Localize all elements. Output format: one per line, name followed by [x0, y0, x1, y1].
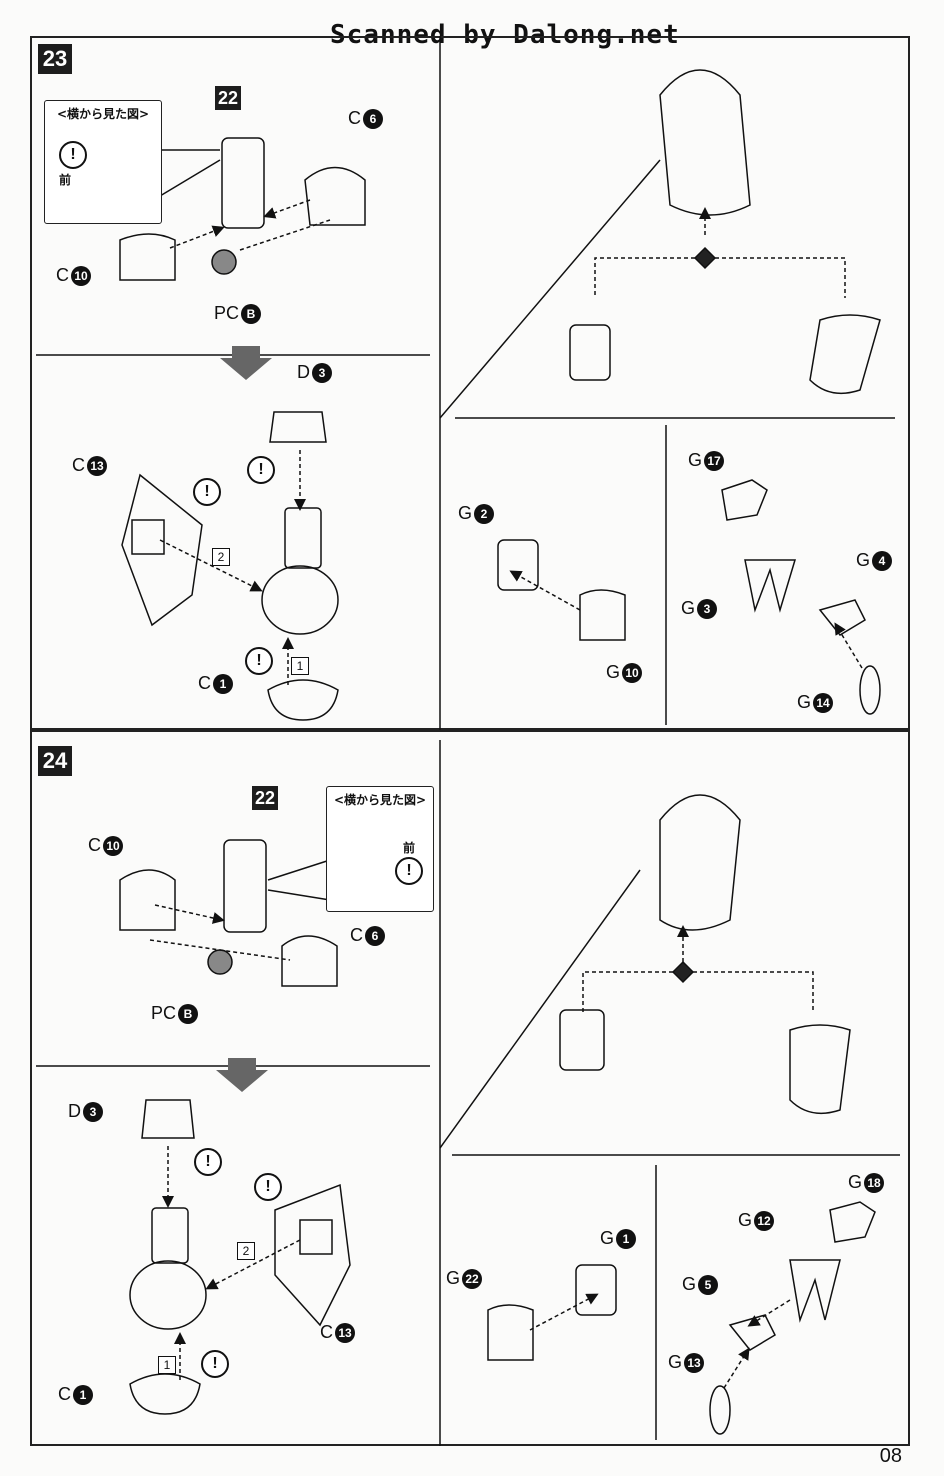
- caution-icon: !: [245, 647, 273, 675]
- part-number: 18: [864, 1172, 885, 1193]
- part-number: 5: [698, 1274, 719, 1295]
- step-24-panel: [30, 730, 910, 1446]
- part-number: 2: [474, 503, 495, 524]
- part-number: 17: [704, 450, 725, 471]
- caution-icon: !: [194, 1148, 222, 1176]
- side-view-title: <横から見た図>: [333, 793, 427, 807]
- part-number: 10: [71, 265, 91, 286]
- subassembly-ref-badge: 22: [252, 786, 278, 810]
- part-number: 10: [622, 662, 643, 683]
- part-number: 6: [363, 108, 383, 129]
- part-number: 13: [684, 1352, 705, 1373]
- side-view-box: <横から見た図> 前 !: [326, 786, 434, 912]
- part-number: 3: [83, 1101, 103, 1122]
- part-number: 1: [616, 1228, 637, 1249]
- front-label: 前: [403, 841, 416, 855]
- caution-icon: !: [247, 456, 275, 484]
- part-number: B: [178, 1003, 199, 1024]
- side-view-title: <横から見た図>: [56, 107, 150, 121]
- caution-icon: !: [59, 141, 87, 169]
- part-number: 6: [365, 925, 385, 946]
- caution-icon: !: [193, 478, 221, 506]
- side-view-box: <横から見た図> ! 前: [44, 100, 162, 224]
- part-number: 10: [103, 835, 123, 856]
- order-mark: 1: [291, 657, 309, 675]
- part-number: 3: [312, 362, 332, 383]
- subassembly-ref-badge: 22: [215, 86, 241, 110]
- step-number-badge: 24: [38, 746, 72, 776]
- order-mark: 2: [212, 548, 230, 566]
- part-number: 22: [462, 1268, 483, 1289]
- part-number: 12: [754, 1210, 775, 1231]
- part-number: 13: [335, 1322, 355, 1343]
- order-mark: 2: [237, 1242, 255, 1260]
- scan-credit: Scanned by Dalong.net: [330, 20, 680, 50]
- part-number: 1: [213, 673, 233, 694]
- part-number: 3: [697, 598, 718, 619]
- part-number: 1: [73, 1384, 93, 1405]
- part-number: 4: [872, 550, 893, 571]
- page-number: 08: [879, 1445, 902, 1467]
- step-number-badge: 23: [38, 44, 72, 74]
- step-23-panel: [30, 36, 910, 730]
- order-mark: 1: [158, 1356, 176, 1374]
- part-number: 14: [813, 692, 834, 713]
- caution-icon: !: [254, 1173, 282, 1201]
- part-number: 13: [87, 455, 107, 476]
- caution-icon: !: [395, 857, 423, 885]
- front-label: 前: [59, 173, 72, 187]
- caution-icon: !: [201, 1350, 229, 1378]
- part-number: B: [241, 303, 262, 324]
